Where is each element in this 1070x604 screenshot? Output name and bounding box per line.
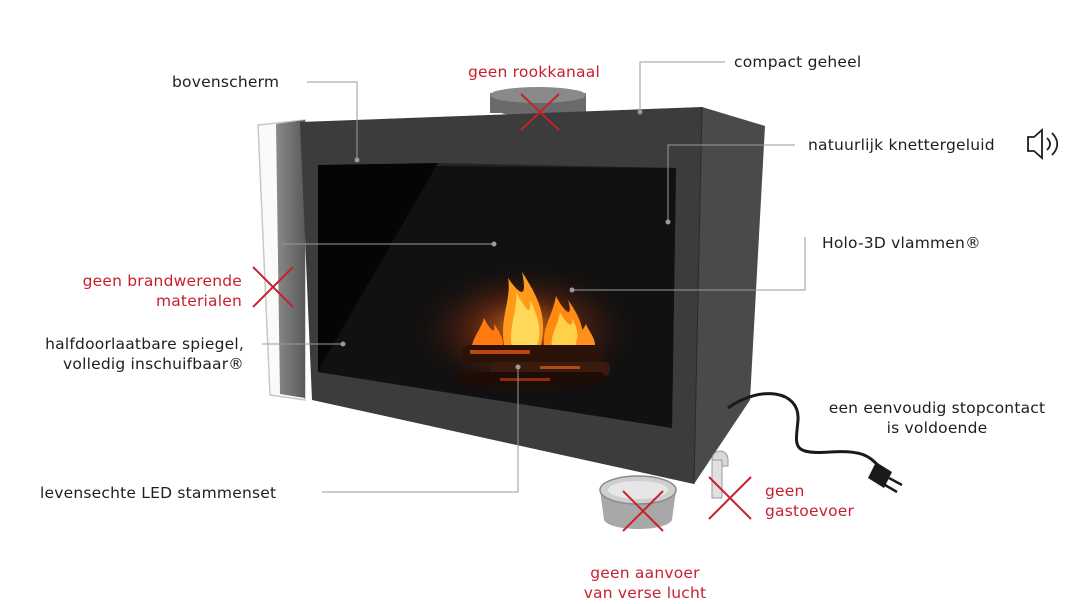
power-cord	[727, 392, 882, 469]
log-set	[455, 345, 610, 386]
leader-lines	[262, 61, 806, 493]
leader-dots	[340, 109, 671, 370]
flames	[471, 272, 596, 352]
fireplace-right-side	[694, 107, 765, 484]
cross-icon-brandwerend	[252, 266, 294, 308]
label-stopcontact: een eenvoudig stopcontact is voldoende	[810, 398, 1064, 438]
label-spiegel-line1: halfdoorlaatbare spiegel,	[45, 335, 244, 353]
label-compact-geheel: compact geheel	[734, 53, 862, 71]
label-geen-gastoevoer-line2: gastoevoer	[765, 502, 855, 520]
cross-icon-aanvoer	[622, 490, 664, 532]
label-geen-aanvoer-line1: geen aanvoer	[590, 564, 700, 582]
label-bovenscherm: bovenscherm	[172, 73, 280, 91]
air-inlet	[599, 475, 677, 529]
label-geen-brandwerende-line1: geen brandwerende	[82, 272, 242, 290]
label-stopcontact-line2: is voldoende	[886, 419, 988, 437]
label-geen-aanvoer: geen aanvoer van verse lucht	[560, 563, 730, 603]
label-geen-brandwerende: geen brandwerende materialen	[40, 271, 242, 311]
label-geen-aanvoer-line2: van verse lucht	[583, 584, 707, 602]
label-stopcontact-line1: een eenvoudig stopcontact	[828, 399, 1046, 417]
label-geen-gastoevoer-line1: geen	[765, 482, 805, 500]
label-geen-gastoevoer: geen gastoevoer	[765, 481, 854, 521]
power-plug-icon	[868, 462, 903, 494]
label-holo3d: Holo-3D vlammen®	[822, 234, 981, 252]
cross-icon-rookkanaal	[520, 93, 560, 131]
label-spiegel-line2: volledig inschuifbaar®	[63, 355, 244, 373]
label-spiegel: halfdoorlaatbare spiegel, volledig insch…	[10, 334, 244, 374]
label-knettergeluid: natuurlijk knettergeluid	[808, 136, 995, 154]
label-led: levensechte LED stammenset	[40, 484, 277, 502]
label-geen-brandwerende-line2: materialen	[155, 292, 242, 310]
gas-pipe	[711, 450, 729, 499]
cross-icon-gastoevoer	[708, 476, 752, 520]
left-side-wall	[276, 120, 305, 398]
label-geen-rookkanaal: geen rookkanaal	[468, 63, 600, 81]
speaker-icon	[1027, 128, 1059, 160]
